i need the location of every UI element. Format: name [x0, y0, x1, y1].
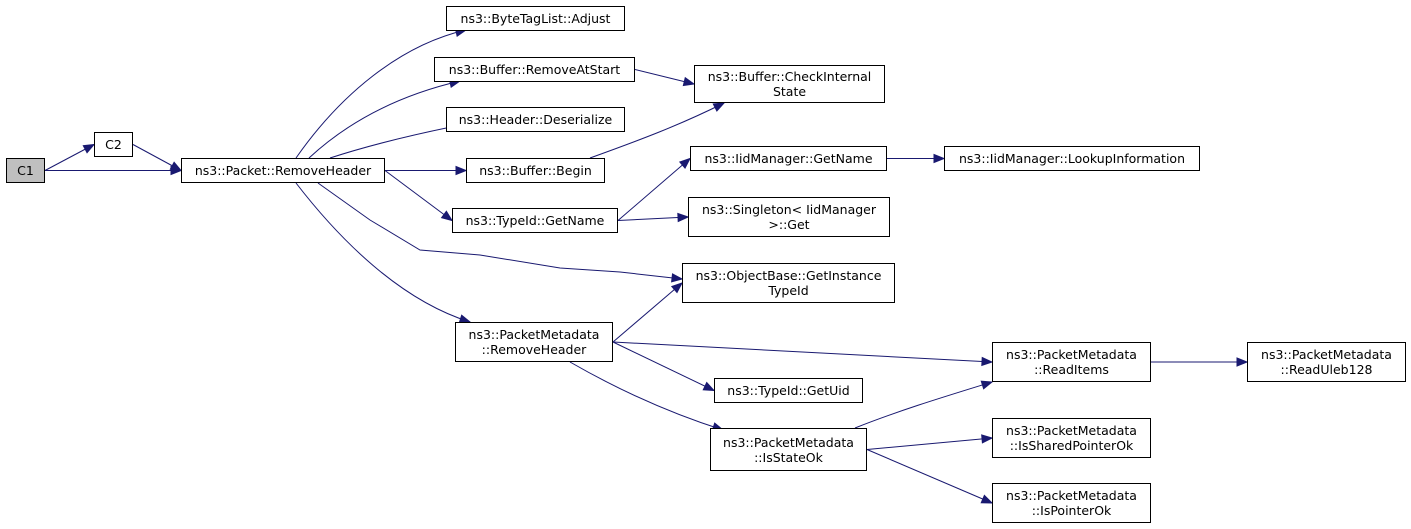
node-label: ::IsPointerOk [1031, 503, 1112, 518]
node-label: ns3::PacketMetadata [468, 327, 600, 342]
edge-packetmetadata-isstateok-to-packetmetadata-readitems [854, 381, 993, 429]
edge-arrowhead [980, 494, 994, 504]
node-label: ns3::PacketMetadata [1006, 488, 1137, 503]
edge-arrowhead [702, 381, 716, 392]
edge-packetmetadata-removeheader-to-packetmetadata-readitems [612, 341, 993, 363]
node-packetmetadata-readuleb128[interactable]: ns3::PacketMetadata::ReadUleb128 [1247, 342, 1406, 382]
node-c1: C1 [6, 158, 45, 183]
node-label: TypeId [768, 283, 809, 298]
node-label: ns3::IidManager::LookupInformation [958, 151, 1185, 166]
node-label: ns3::IidManager::GetName [704, 151, 873, 166]
node-packetmetadata-readitems[interactable]: ns3::PacketMetadata::ReadItems [992, 342, 1151, 382]
edge-arrowhead [82, 143, 96, 154]
edge-packet-removeheader-to-buffer-removeatstart [308, 80, 461, 159]
node-label: ::ReadItems [1034, 362, 1109, 377]
edge-packetmetadata-isstateok-to-packetmetadata-issharedpointerok [866, 437, 993, 450]
node-label: ns3::Packet::RemoveHeader [194, 163, 372, 178]
node-packetmetadata-isstateok[interactable]: ns3::PacketMetadata::IsStateOk [710, 428, 867, 471]
node-label: C1 [17, 163, 34, 178]
edge-arrowhead [677, 212, 690, 223]
edge-buffer-begin-to-buffer-checkinternalstate [589, 102, 725, 159]
node-label: ::ReadUleb128 [1280, 362, 1373, 377]
node-bytetaglist-adjust[interactable]: ns3::ByteTagList::Adjust [446, 6, 625, 31]
node-label: >::Get [768, 217, 810, 232]
edge-arrowhead [981, 434, 994, 444]
node-typeid-getuid[interactable]: ns3::TypeId::GetUid [714, 378, 863, 403]
node-label: ns3::PacketMetadata [1261, 347, 1392, 362]
edge-packetmetadata-isstateok-to-packetmetadata-ispointerok [866, 449, 993, 504]
node-label: ::IsSharedPointerOk [1009, 438, 1134, 453]
edge-arrowhead [678, 157, 692, 169]
node-buffer-begin[interactable]: ns3::Buffer::Begin [466, 158, 605, 183]
edge-arrowhead [670, 282, 684, 294]
edge-packet-removeheader-to-packetmetadata-removeheader [295, 182, 471, 323]
node-label: ns3::Buffer::Begin [479, 163, 592, 178]
node-label: ns3::ObjectBase::GetInstance [695, 268, 882, 283]
node-label: ns3::Header::Deserialize [458, 112, 613, 127]
node-iidmanager-lookupinformation[interactable]: ns3::IidManager::LookupInformation [944, 146, 1200, 171]
edge-typeid-getname-to-singleton-get [617, 216, 689, 221]
node-label: ns3::PacketMetadata [1006, 423, 1137, 438]
node-packetmetadata-ispointerok[interactable]: ns3::PacketMetadata::IsPointerOk [992, 483, 1151, 523]
edge-packetmetadata-removeheader-to-typeid-getuid [612, 341, 715, 391]
edge-arrowhead [933, 153, 946, 164]
node-packetmetadata-issharedpointerok[interactable]: ns3::PacketMetadata::IsSharedPointerOk [992, 418, 1151, 458]
node-packet-removeheader[interactable]: ns3::Packet::RemoveHeader [181, 158, 385, 183]
edge-arrowhead [981, 356, 994, 367]
edge-arrowhead [440, 210, 454, 222]
node-label: ns3::PacketMetadata [1006, 347, 1137, 362]
node-label: C2 [105, 137, 122, 152]
node-label: ns3::Buffer::RemoveAtStart [448, 62, 621, 77]
node-label: ns3::TypeId::GetUid [727, 383, 850, 398]
node-typeid-getname[interactable]: ns3::TypeId::GetName [452, 208, 618, 233]
node-label: State [772, 84, 807, 99]
edge-arrowhead [455, 165, 468, 176]
edge-packet-removeheader-to-objectbase-getinstancetypeid [317, 182, 683, 280]
node-c2[interactable]: C2 [94, 132, 133, 157]
node-iidmanager-getname[interactable]: ns3::IidManager::GetName [690, 146, 887, 171]
edge-typeid-getname-to-iidmanager-getname [617, 158, 691, 221]
edge-arrowhead [980, 380, 994, 390]
edge-packet-removeheader-to-typeid-getname [384, 170, 453, 221]
node-packetmetadata-removeheader[interactable]: ns3::PacketMetadata::RemoveHeader [455, 322, 613, 362]
node-label: ns3::ByteTagList::Adjust [460, 11, 611, 26]
edge-packetmetadata-removeheader-to-objectbase-getinstancetypeid [612, 282, 683, 343]
node-label: ns3::TypeId::GetName [465, 213, 605, 228]
edge-arrowhead [682, 76, 696, 87]
node-label: ::IsStateOk [754, 449, 823, 465]
edge-arrowhead [1236, 357, 1249, 367]
node-header-deserialize[interactable]: ns3::Header::Deserialize [446, 107, 625, 132]
node-label: ns3::Singleton< IidManager [701, 202, 877, 217]
node-buffer-removeatstart[interactable]: ns3::Buffer::RemoveAtStart [434, 57, 635, 82]
node-label: ns3::PacketMetadata [723, 434, 854, 450]
node-label: ::RemoveHeader [481, 342, 587, 357]
edge-packetmetadata-removeheader-to-packetmetadata-isstateok [569, 361, 724, 431]
edge-arrowhead [169, 161, 183, 172]
edge-arrowhead [712, 102, 726, 112]
node-label: ns3::Buffer::CheckInternal [707, 69, 872, 84]
edge-arrowhead [671, 273, 684, 283]
edge-packet-removeheader-to-bytetaglist-adjust [295, 29, 467, 159]
node-singleton-get[interactable]: ns3::Singleton< IidManager>::Get [688, 197, 890, 237]
